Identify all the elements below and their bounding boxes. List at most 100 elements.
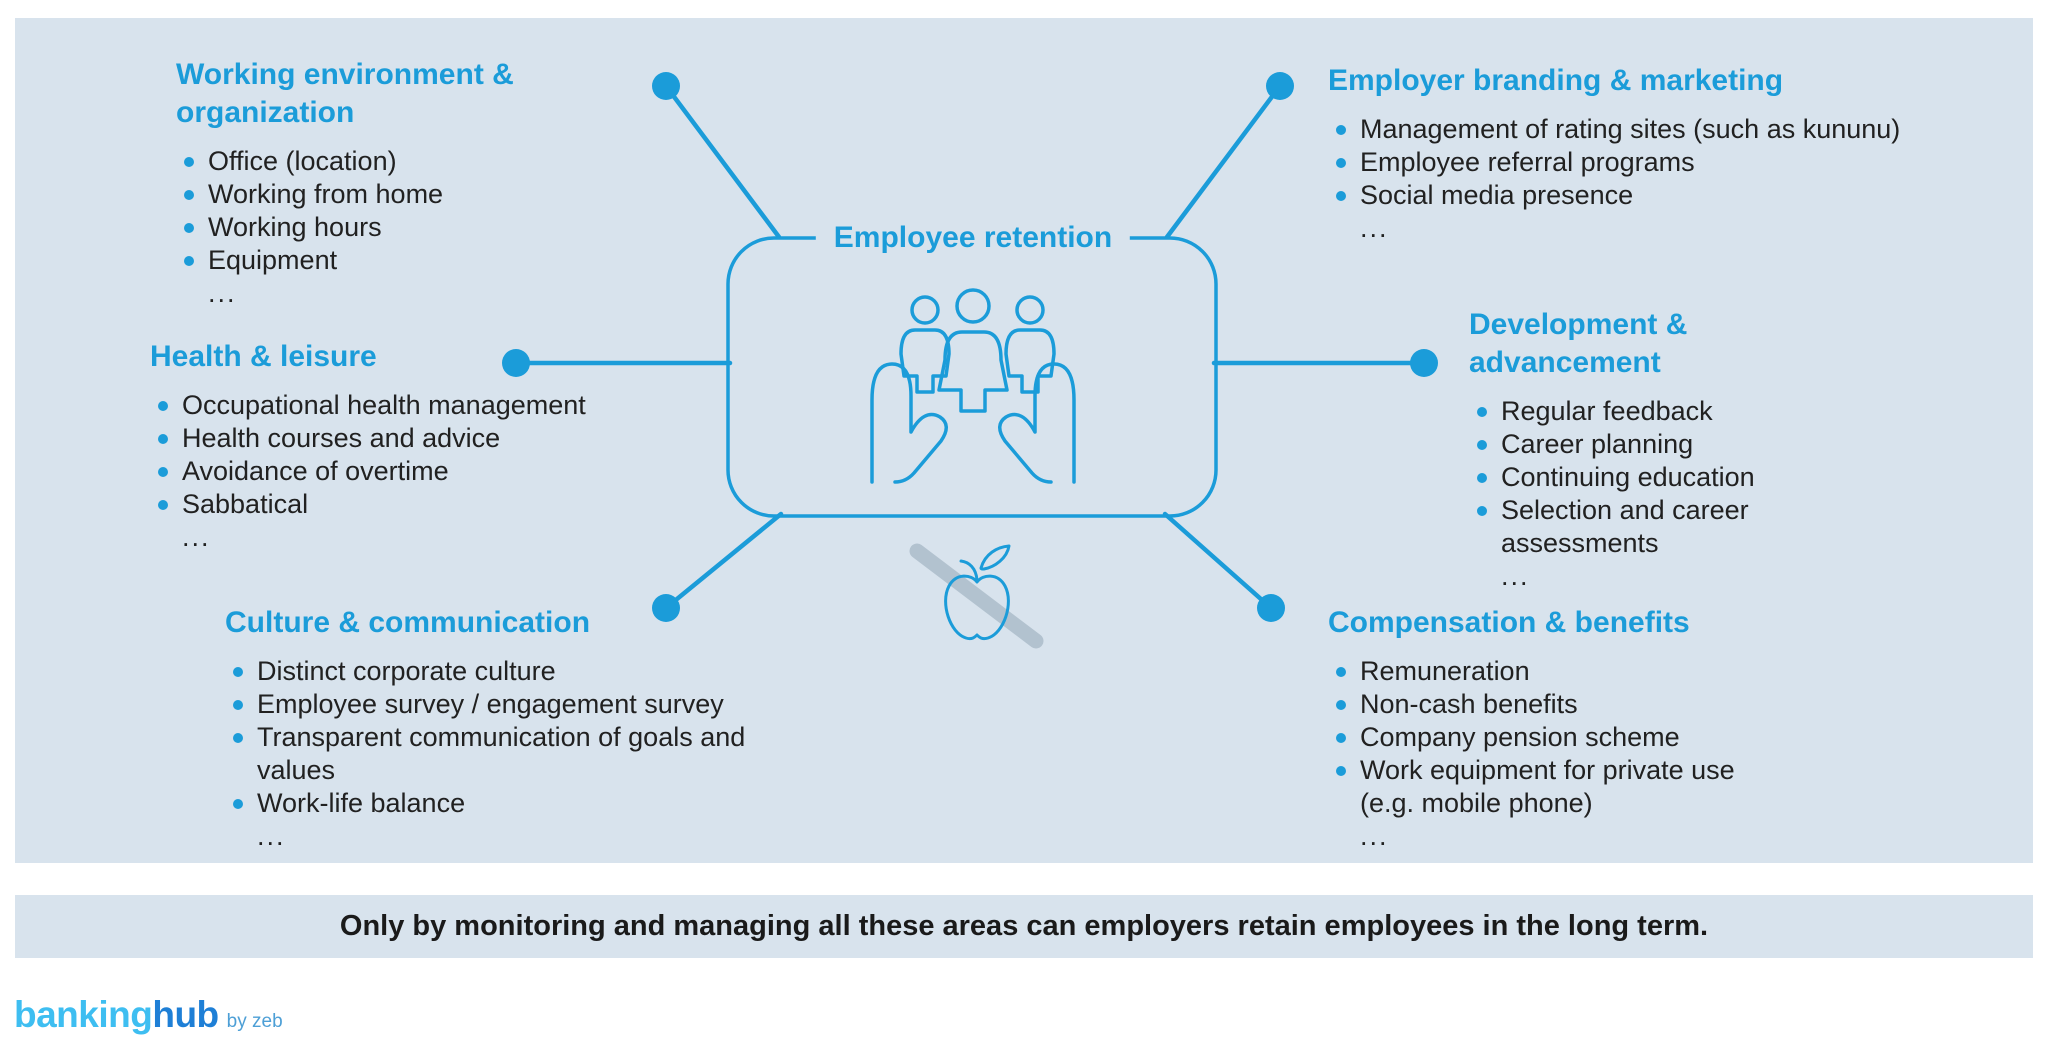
section-health-leisure: Health & leisure Occupational health man… (150, 338, 650, 554)
list-item-label: Non-cash benefits (1360, 689, 1578, 719)
list-item-label: Work equipment for private use (e.g. mob… (1360, 755, 1735, 818)
ellipsis-label: ... (1360, 821, 1389, 851)
list-item-label: Office (location) (208, 146, 397, 176)
list-item-label: Selection and career assessments (1501, 495, 1749, 558)
ellipsis-label: ... (1501, 561, 1530, 591)
logo-hub-text: hub (152, 994, 219, 1035)
bullet-list: Office (location) Working from home Work… (176, 145, 596, 277)
bullet-icon (158, 434, 168, 444)
bullet-icon (1336, 733, 1346, 743)
list-item-label: Equipment (208, 245, 338, 275)
section-title: Compensation & benefits (1328, 606, 1690, 639)
list-item-label: Health courses and advice (182, 423, 501, 453)
list-item: Career planning (1469, 428, 1811, 461)
list-item: Remuneration (1328, 655, 1794, 688)
list-item: Social media presence (1328, 179, 2028, 212)
list-item: Employee referral programs (1328, 146, 2028, 179)
list-item: Equipment (176, 244, 596, 277)
list-item-label: Management of rating sites (such as kunu… (1360, 114, 1901, 144)
list-item-label: Continuing education (1501, 462, 1755, 492)
list-item: Distinct corporate culture (225, 655, 805, 688)
list-item-label: Social media presence (1360, 180, 1634, 210)
list-item: Health courses and advice (150, 422, 650, 455)
bullet-icon (1336, 766, 1346, 776)
logo-byline-text: by zeb (226, 1011, 283, 1032)
list-item-label: Sabbatical (182, 489, 309, 519)
bullet-list: Management of rating sites (such as kunu… (1328, 113, 2028, 212)
list-item: Continuing education (1469, 461, 1811, 494)
bullet-icon (184, 223, 194, 233)
bullet-icon (233, 700, 243, 710)
section-title: Employer branding & marketing (1328, 64, 1784, 97)
list-item: Work-life balance (225, 787, 805, 820)
list-item-label: Working from home (208, 179, 444, 209)
list-item: Management of rating sites (such as kunu… (1328, 113, 2028, 146)
section-title: Health & leisure (150, 340, 377, 373)
bullet-icon (1336, 158, 1346, 168)
section-development-advancement: Development & advancement Regular feedba… (1469, 306, 1811, 593)
list-item: Occupational health management (150, 389, 650, 422)
conclusion-banner: Only by monitoring and managing all thes… (15, 895, 2033, 958)
bullet-icon (1477, 473, 1487, 483)
list-item: Working from home (176, 178, 596, 211)
ellipsis-label: ... (257, 821, 286, 851)
bullet-icon (184, 157, 194, 167)
conclusion-text: Only by monitoring and managing all thes… (339, 910, 1709, 942)
list-item: Non-cash benefits (1328, 688, 1794, 721)
bullet-icon (1336, 125, 1346, 135)
section-working-environment: Working environment & organization Offic… (176, 56, 596, 310)
list-item: Regular feedback (1469, 395, 1811, 428)
section-title: Working environment & organization (176, 58, 514, 129)
bullet-list: Occupational health management Health co… (150, 389, 650, 521)
list-item-label: Occupational health management (182, 390, 586, 420)
bullet-icon (233, 733, 243, 743)
bullet-list: Regular feedback Career planning Continu… (1469, 395, 1811, 560)
ellipsis-label: ... (208, 278, 237, 308)
bullet-icon (1336, 667, 1346, 677)
list-item-label: Employee survey / engagement survey (257, 689, 724, 719)
list-item: Employee survey / engagement survey (225, 688, 805, 721)
list-item-label: Employee referral programs (1360, 147, 1695, 177)
bullet-icon (1477, 407, 1487, 417)
bullet-icon (158, 401, 168, 411)
bullet-icon (184, 190, 194, 200)
center-box-title: Employee retention (815, 220, 1131, 256)
list-item: Work equipment for private use (e.g. mob… (1328, 754, 1794, 820)
section-employer-branding: Employer branding & marketing Management… (1328, 62, 2028, 245)
ellipsis-label: ... (1360, 213, 1389, 243)
list-item-label: Working hours (208, 212, 382, 242)
list-item: Company pension scheme (1328, 721, 1794, 754)
bullet-icon (1336, 191, 1346, 201)
list-item-label: Transparent communication of goals and v… (257, 722, 746, 785)
logo-banking-text: banking (14, 994, 153, 1035)
list-item: Avoidance of overtime (150, 455, 650, 488)
section-title: Culture & communication (225, 606, 591, 639)
bullet-icon (233, 799, 243, 809)
bullet-icon (1477, 506, 1487, 516)
section-compensation-benefits: Compensation & benefits Remuneration Non… (1328, 604, 1794, 853)
list-item: Working hours (176, 211, 596, 244)
bullet-icon (158, 467, 168, 477)
list-item-label: Avoidance of overtime (182, 456, 449, 486)
list-item-label: Remuneration (1360, 656, 1530, 686)
bullet-icon (233, 667, 243, 677)
list-item: Transparent communication of goals and v… (225, 721, 805, 787)
bullet-icon (1336, 700, 1346, 710)
list-item-label: Company pension scheme (1360, 722, 1680, 752)
bullet-icon (158, 500, 168, 510)
list-item: Sabbatical (150, 488, 650, 521)
list-item-label: Career planning (1501, 429, 1694, 459)
list-item-label: Distinct corporate culture (257, 656, 556, 686)
list-item: Selection and career assessments (1469, 494, 1811, 560)
list-item: Office (location) (176, 145, 596, 178)
list-item-label: Regular feedback (1501, 396, 1713, 426)
bullet-icon (1477, 440, 1487, 450)
bullet-icon (184, 256, 194, 266)
section-title: Development & advancement (1469, 308, 1688, 379)
section-culture-communication: Culture & communication Distinct corpora… (225, 604, 805, 853)
ellipsis-label: ... (182, 522, 211, 552)
bullet-list: Remuneration Non-cash benefits Company p… (1328, 655, 1794, 820)
list-item-label: Work-life balance (257, 788, 466, 818)
